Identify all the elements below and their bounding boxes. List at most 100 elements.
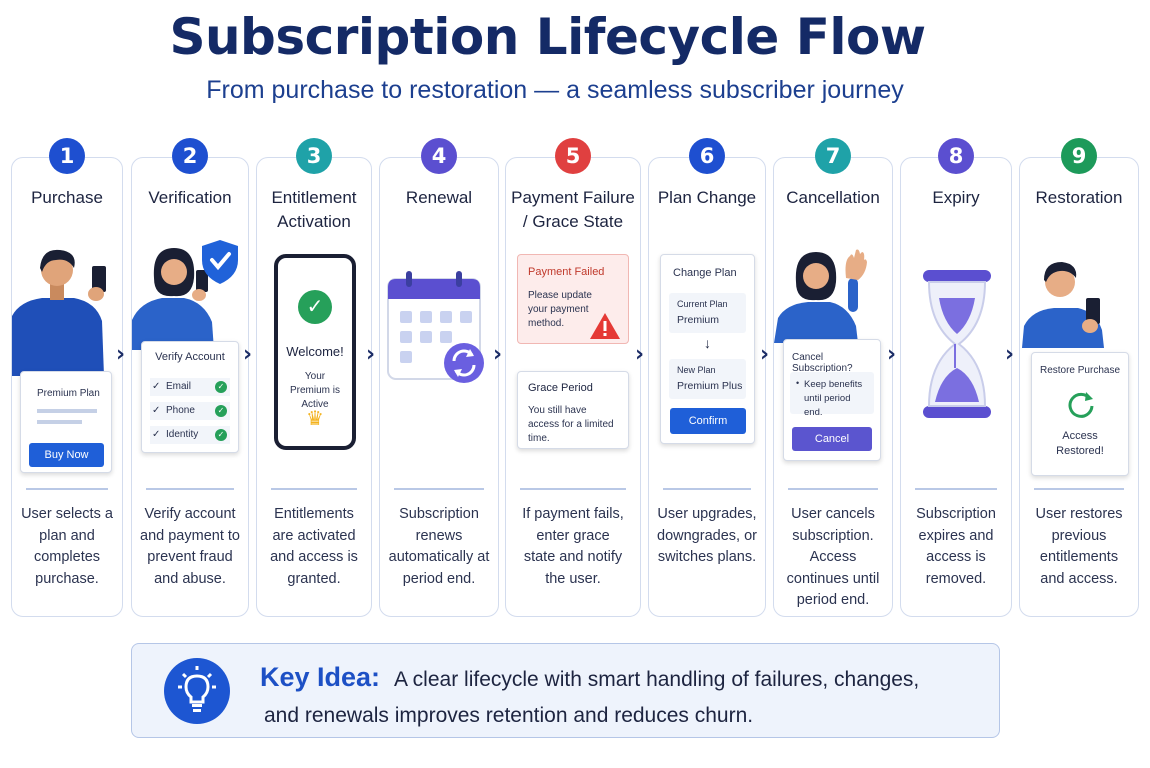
step-number-badge: 3 xyxy=(296,138,332,174)
buy-now-button[interactable]: Buy Now xyxy=(29,443,104,467)
verify-item-phone: ✓ Phone ✓ xyxy=(150,402,230,420)
divider xyxy=(146,488,234,490)
divider xyxy=(915,488,997,490)
step-number-badge: 6 xyxy=(689,138,725,174)
cancel-card-bullet: Keep benefits until period end. xyxy=(804,379,863,418)
bullet-dot: • xyxy=(796,378,800,388)
calendar-icon xyxy=(387,271,484,383)
arrow-right-icon: › xyxy=(493,342,503,367)
check-circle-icon: ✓ xyxy=(298,290,332,324)
step-description: Verify account and payment to prevent fr… xyxy=(140,506,240,587)
verify-item-label: Identity xyxy=(166,429,199,440)
divider xyxy=(520,488,626,490)
new-plan-value: Premium Plus xyxy=(677,380,743,392)
step-description: Entitlements are activated and access is… xyxy=(270,506,358,587)
step-title: Cancellation xyxy=(786,188,880,207)
verify-item-identity: ✓ Identity ✓ xyxy=(150,426,230,444)
divider xyxy=(1034,488,1124,490)
man-phone-illustration xyxy=(1022,262,1104,348)
step-number-badge: 4 xyxy=(421,138,457,174)
step-number-badge: 5 xyxy=(555,138,591,174)
divider xyxy=(788,488,878,490)
check-mark: ✓ xyxy=(152,381,161,392)
grace-period-card: Grace Period You still have access for a… xyxy=(517,371,629,449)
confirm-button[interactable]: Confirm xyxy=(670,408,746,434)
change-plan-title: Change Plan xyxy=(673,267,737,279)
step-number-badge: 9 xyxy=(1061,138,1097,174)
person-phone-illustration xyxy=(12,249,106,376)
premium-plan-card: Premium Plan Buy Now xyxy=(20,371,112,473)
grace-period-title: Grace Period xyxy=(528,382,593,394)
step-number-badge: 8 xyxy=(938,138,974,174)
lightbulb-icon xyxy=(164,658,230,724)
step-description: User selects a plan and completes purcha… xyxy=(21,506,113,587)
step-cancellation: 7 Cancellation Cancel Subscription? • Ke… xyxy=(773,138,893,617)
check-mark: ✓ xyxy=(152,429,161,440)
step-title: Payment Failure / Grace State xyxy=(511,188,635,231)
arrow-right-icon: › xyxy=(635,342,645,367)
activation-status: Your Premium is Active xyxy=(289,371,340,410)
restore-purchase-card: Restore Purchase Access Restored! xyxy=(1031,352,1129,476)
page-subtitle: From purchase to restoration — a seamles… xyxy=(206,76,904,104)
page-title: Subscription Lifecycle Flow xyxy=(169,8,926,66)
check-mark: ✓ xyxy=(152,405,161,416)
current-plan-box: Current Plan Premium xyxy=(669,293,746,333)
divider xyxy=(271,488,357,490)
verify-item-label: Phone xyxy=(166,405,195,416)
step-payment-failure: 5 Payment Failure / Grace State Payment … xyxy=(505,138,641,617)
verify-item-email: ✓ Email ✓ xyxy=(150,378,230,396)
cancel-button[interactable]: Cancel xyxy=(792,427,872,451)
cancel-subscription-card: Cancel Subscription? • Keep benefits unt… xyxy=(783,339,881,461)
payment-failed-message: Please update your payment method. xyxy=(528,290,592,329)
arrow-right-icon: › xyxy=(1005,342,1015,367)
cancel-card-title: Cancel Subscription? xyxy=(792,352,853,374)
verify-card-title: Verify Account xyxy=(155,351,225,363)
check-circle-icon: ✓ xyxy=(215,381,227,393)
check-circle-icon: ✓ xyxy=(215,429,227,441)
woman-waving-illustration xyxy=(774,249,867,343)
arrow-down-icon: ↓ xyxy=(704,335,711,351)
key-idea-label: Key Idea: xyxy=(260,662,381,692)
change-plan-card: Change Plan Current Plan Premium ↓ New P… xyxy=(660,254,755,444)
step-number-badge: 1 xyxy=(49,138,85,174)
step-description: User cancels subscription. Access contin… xyxy=(786,506,880,608)
verify-item-label: Email xyxy=(166,381,192,392)
new-plan-box: New Plan Premium Plus xyxy=(669,359,746,399)
access-restored-text: Access Restored! xyxy=(1056,430,1104,457)
hourglass-icon xyxy=(923,270,991,418)
step-title: Verification xyxy=(148,188,232,207)
welcome-text: Welcome! xyxy=(286,344,344,359)
divider xyxy=(26,488,108,490)
step-number-badge: 2 xyxy=(172,138,208,174)
arrow-right-icon: › xyxy=(243,342,253,367)
grace-period-message: You still have access for a limited time… xyxy=(528,405,614,444)
step-description: Subscription expires and access is remov… xyxy=(916,506,996,587)
step-title: Purchase xyxy=(31,188,103,207)
arrow-right-icon: › xyxy=(366,342,376,367)
restore-card-title: Restore Purchase xyxy=(1039,365,1121,376)
plan-line xyxy=(37,420,82,424)
arrow-right-icon: › xyxy=(116,342,126,367)
step-expiry: 8 Expiry Subscription expires and access… xyxy=(900,138,1012,617)
crown-icon: ♛ xyxy=(306,408,324,430)
key-idea-text-line1: A clear lifecycle with smart handling of… xyxy=(394,668,920,691)
step-description: If payment fails, enter grace state and … xyxy=(522,506,624,587)
step-description: Subscription renews automatically at per… xyxy=(388,506,490,587)
current-plan-value: Premium xyxy=(677,314,720,326)
step-renewal: 4 Renewal Subscription renews automatica… xyxy=(379,138,499,617)
divider xyxy=(663,488,751,490)
check-circle-icon: ✓ xyxy=(215,405,227,417)
refresh-icon xyxy=(1068,392,1094,418)
arrow-right-icon: › xyxy=(760,342,770,367)
step-title: Expiry xyxy=(932,188,980,207)
step-title: Entitlement Activation xyxy=(271,188,357,231)
key-idea-box: Key Idea: A clear lifecycle with smart h… xyxy=(131,643,1000,738)
step-plan-change: 6 Plan Change Change Plan Current Plan P… xyxy=(648,138,766,617)
payment-failed-title: Payment Failed xyxy=(528,266,605,278)
warning-icon xyxy=(590,313,620,339)
step-entitlement-activation: 3 Entitlement Activation ✓ Welcome! Your… xyxy=(256,138,372,617)
payment-failed-card: Payment Failed Please update your paymen… xyxy=(517,254,629,344)
new-plan-label: New Plan xyxy=(677,365,716,375)
step-verification: 2 Verification Verify Account ✓ Email ✓ … xyxy=(131,138,249,617)
step-restoration: 9 Restoration Restore Purchase Access Re… xyxy=(1019,138,1139,617)
